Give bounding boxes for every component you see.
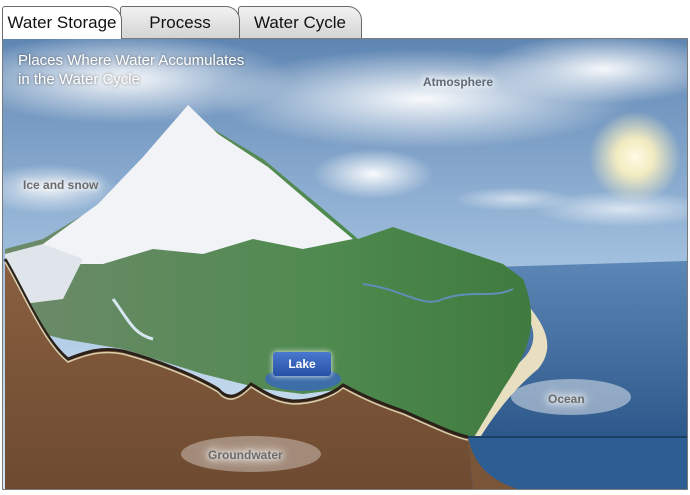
label-ocean[interactable]: Ocean — [548, 392, 585, 406]
scene-title-line-1: Places Where Water Accumulates — [18, 52, 245, 69]
tab-bar: Water Storage Process Water Cycle — [0, 0, 690, 40]
tab-process[interactable]: Process — [120, 6, 240, 38]
scene-illustration — [3, 39, 687, 489]
tab-water-cycle[interactable]: Water Cycle — [238, 6, 362, 38]
label-groundwater[interactable]: Groundwater — [208, 448, 283, 462]
scene-title: Places Where Water Accumulates in the Wa… — [18, 51, 318, 89]
water-storage-scene: Places Where Water Accumulates in the Wa… — [2, 38, 688, 490]
label-atmosphere[interactable]: Atmosphere — [423, 75, 494, 89]
label-lake[interactable]: Lake — [273, 352, 331, 376]
label-ice-and-snow[interactable]: Ice and snow — [23, 178, 99, 192]
tab-water-storage[interactable]: Water Storage — [2, 6, 122, 39]
scene-title-line-2: in the Water Cycle — [18, 71, 140, 88]
